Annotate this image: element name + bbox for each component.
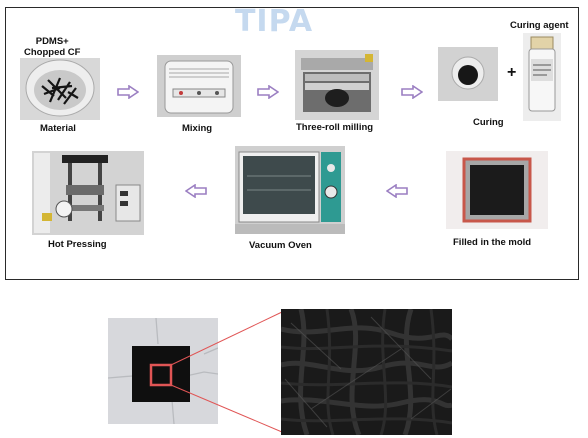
label-vacuum-oven: Vacuum Oven <box>249 240 312 251</box>
curing-agent-photo <box>523 33 561 121</box>
material-photo <box>20 58 100 120</box>
label-hot-pressing: Hot Pressing <box>48 239 107 250</box>
arrow-left-2 <box>386 184 408 198</box>
plus-sign: + <box>507 64 517 81</box>
curing-cup-photo <box>438 47 498 101</box>
sample-photo <box>108 318 218 424</box>
mixing-photo <box>157 55 241 117</box>
process-frame: PDMS+ Chopped CF Curing agent Material M… <box>5 7 579 280</box>
micrograph-photo <box>281 309 452 435</box>
label-curing-agent: Curing agent <box>510 20 569 31</box>
arrow-right-3 <box>401 85 423 99</box>
arrow-left-1 <box>185 184 207 198</box>
arrow-right-1 <box>117 85 139 99</box>
label-pdms: PDMS+ Chopped CF <box>24 36 81 58</box>
mold-photo <box>446 151 548 229</box>
label-mixing: Mixing <box>182 123 213 134</box>
zoom-box <box>149 363 173 387</box>
milling-photo <box>295 50 379 120</box>
label-milling: Three-roll milling <box>296 122 374 133</box>
arrow-right-2 <box>257 85 279 99</box>
label-curing: Curing <box>473 117 504 128</box>
label-filled-mold: Filled in the mold <box>453 237 532 248</box>
vacuum-oven-photo <box>235 146 345 234</box>
hot-press-photo <box>32 151 144 235</box>
label-material: Material <box>40 123 76 134</box>
